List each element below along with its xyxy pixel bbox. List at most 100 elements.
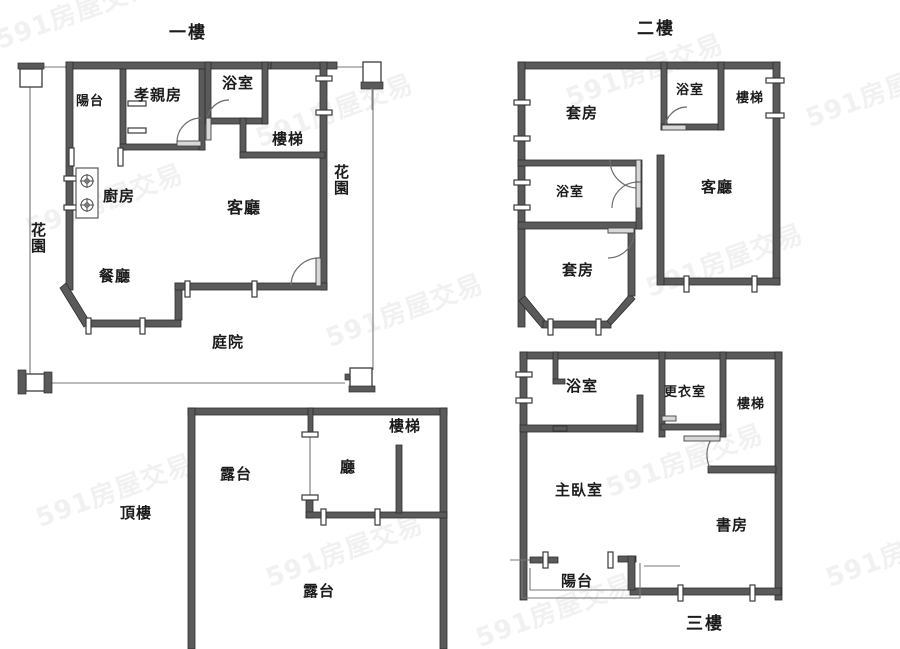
floor-3-geometry <box>510 351 783 602</box>
window <box>117 147 124 167</box>
window <box>542 551 549 569</box>
roof-floor-geometry <box>187 407 448 649</box>
window <box>513 135 531 142</box>
window <box>765 77 785 84</box>
room-label-stairs-1f: 樓梯 <box>272 130 305 148</box>
floor-2-geometry <box>513 61 785 336</box>
window <box>513 99 531 106</box>
wall-stair <box>395 444 403 514</box>
window <box>301 494 319 501</box>
room-label-terrace-bottom: 露台 <box>303 582 336 600</box>
room-label-bathroom-2f-mid: 浴室 <box>556 185 585 200</box>
room-label-hall-roof: 廳 <box>340 458 357 476</box>
wall-top-left <box>65 61 272 70</box>
window <box>85 317 92 335</box>
wall-top <box>517 61 781 70</box>
door-living-1f <box>290 257 322 287</box>
room-label-bathroom-1f: 浴室 <box>222 74 255 92</box>
wall-top <box>519 351 783 360</box>
room-label-kitchen: 廚房 <box>103 187 136 205</box>
door-bath-top <box>661 106 688 131</box>
room-label-living-1f: 客廳 <box>227 198 262 217</box>
gate-post-top-left <box>17 62 45 88</box>
room-label-balcony-3f: 陽台 <box>561 572 594 590</box>
door-bathroom-1f <box>205 99 230 141</box>
window <box>607 551 614 569</box>
wall-bottom-left <box>85 319 182 328</box>
window <box>320 508 327 526</box>
gate-post-bottom-left <box>17 369 53 395</box>
door-study <box>683 435 721 469</box>
window <box>139 317 146 335</box>
door-suite-bottom <box>607 227 635 259</box>
floor-1-geometry <box>17 61 384 395</box>
wall-closet-left-stub <box>552 351 559 383</box>
window <box>251 280 258 298</box>
wall-study-top <box>707 465 777 474</box>
wall-top-right <box>270 61 338 70</box>
balcony-outline <box>521 560 641 599</box>
wall-right <box>319 61 328 291</box>
wall-closet-bottom <box>660 423 722 431</box>
window <box>374 508 381 526</box>
room-label-stairs-roof: 樓梯 <box>389 417 422 435</box>
window <box>515 397 533 404</box>
room-label-bathroom-2f-top: 浴室 <box>676 83 705 98</box>
room-label-parents-room: 孝親房 <box>134 86 183 104</box>
window <box>595 318 602 336</box>
window <box>127 100 147 107</box>
stove-icon <box>75 167 99 219</box>
room-label-courtyard: 庭院 <box>212 333 245 351</box>
door-closet <box>661 415 677 422</box>
window <box>547 318 554 336</box>
room-label-suite-2f-top: 套房 <box>566 104 599 122</box>
wall-suite-right <box>627 229 636 297</box>
wall-balcony-right-v <box>627 555 636 591</box>
room-label-terrace-top: 露台 <box>220 465 253 483</box>
window <box>677 584 684 602</box>
wall-bath2-right <box>717 61 725 131</box>
wall-suite-bottom <box>517 159 643 167</box>
window <box>751 275 758 293</box>
wall-mid-vertical <box>656 154 665 286</box>
roof-floor-title: 頂樓 <box>120 504 153 522</box>
window <box>127 127 147 134</box>
window <box>513 204 531 211</box>
room-label-balcony-1f: 陽台 <box>76 94 105 109</box>
floor-2-title: 二樓 <box>637 19 675 39</box>
wall-bottom-right <box>629 587 782 596</box>
wall-bath2-left <box>660 61 668 131</box>
wall-left <box>519 351 528 601</box>
wall-bath-bottom <box>204 117 268 125</box>
wall-closet-right <box>658 351 666 438</box>
gate-post-top-right <box>360 61 384 110</box>
window <box>301 431 319 438</box>
room-label-stairs-3f: 樓梯 <box>737 397 766 412</box>
window <box>683 275 690 293</box>
room-label-living-2f: 客廳 <box>701 178 734 196</box>
room-label-closet-3f: 更衣室 <box>664 385 707 400</box>
floor-1-title: 一樓 <box>169 23 207 43</box>
room-label-stairs-2f: 樓梯 <box>736 91 765 106</box>
wall-left <box>517 61 526 328</box>
door-bath-mid <box>611 181 642 209</box>
wall-top <box>187 407 448 416</box>
room-label-garden-left: 花園 <box>29 222 47 254</box>
window <box>184 280 191 298</box>
wall-bottom-right <box>662 277 781 286</box>
room-label-study: 書房 <box>716 516 749 534</box>
wall-stair-bottom <box>239 151 326 159</box>
wall-bath-right <box>261 61 269 125</box>
room-label-bathroom-3f: 浴室 <box>566 377 599 395</box>
wall-balcony-right <box>617 555 637 563</box>
wall-right <box>774 351 783 601</box>
room-label-suite-2f-bottom: 套房 <box>562 261 595 279</box>
wall-closet-stub-h2 <box>552 425 568 432</box>
floor-3-title: 三樓 <box>686 614 724 634</box>
wall-bottom-mid <box>174 282 328 291</box>
wall-stair-left <box>719 351 727 438</box>
window <box>515 371 533 378</box>
window <box>749 584 756 602</box>
wall-closet-stub-h <box>552 378 566 385</box>
room-label-master-bedroom: 主臥室 <box>555 481 604 499</box>
